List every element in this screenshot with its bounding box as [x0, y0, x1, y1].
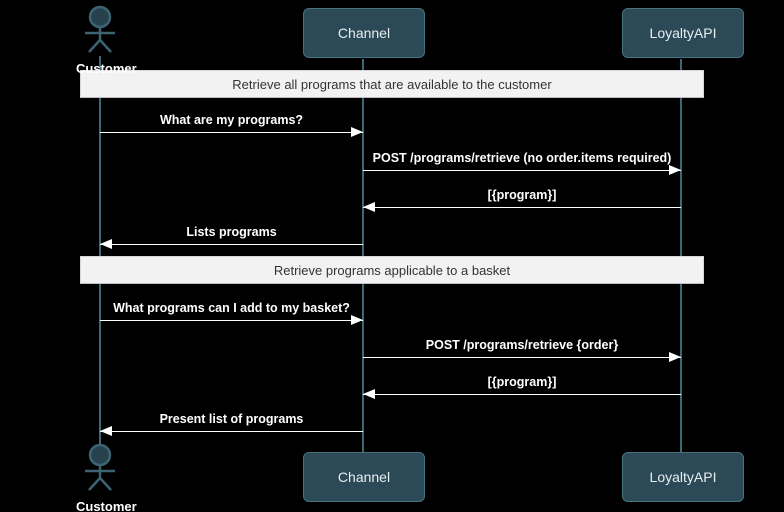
message-line: [363, 352, 681, 362]
message-line: [100, 315, 363, 325]
message-label: What programs can I add to my basket?: [113, 301, 350, 315]
participant-channel-top: Channel: [303, 8, 425, 58]
message-label: What are my programs?: [159, 113, 304, 127]
message-label: POST /programs/retrieve (no order.items …: [372, 151, 672, 165]
message-present-list-of-programs: Present list of programs: [100, 411, 363, 436]
message-line: [100, 426, 363, 436]
arrowhead-right-icon: [351, 127, 363, 137]
section-band-label: Retrieve all programs that are available…: [232, 76, 552, 92]
message-line: [363, 202, 681, 212]
lifeline-customer: [99, 56, 101, 446]
person-icon: [85, 5, 115, 53]
arrowhead-right-icon: [669, 352, 681, 362]
participant-loyaltyapi-top: LoyaltyAPI: [622, 8, 744, 58]
participant-label: LoyaltyAPI: [649, 25, 717, 41]
arrowhead-left-icon: [100, 239, 112, 249]
message-program-list-response-1: [{program}]: [363, 187, 681, 212]
arrowhead-left-icon: [363, 389, 375, 399]
arrowhead-right-icon: [669, 165, 681, 175]
participant-customer-bottom: Customer: [76, 443, 137, 512]
message-label: Lists programs: [186, 225, 277, 239]
message-lists-programs: Lists programs: [100, 224, 363, 249]
message-label: [{program}]: [487, 188, 557, 202]
message-program-list-response-2: [{program}]: [363, 374, 681, 399]
message-label: POST /programs/retrieve {order}: [425, 338, 619, 352]
arrowhead-right-icon: [351, 315, 363, 325]
section-band-programs-for-basket: Retrieve programs applicable to a basket: [80, 256, 704, 284]
message-what-are-my-programs: What are my programs?: [100, 112, 363, 137]
message-label: [{program}]: [487, 375, 557, 389]
participant-loyaltyapi-bottom: LoyaltyAPI: [622, 452, 744, 502]
message-label: Present list of programs: [159, 412, 304, 426]
section-band-label: Retrieve programs applicable to a basket: [273, 262, 511, 278]
message-line: [363, 389, 681, 399]
participant-customer-top: Customer: [76, 5, 137, 76]
message-post-programs-retrieve-order: POST /programs/retrieve {order}: [363, 337, 681, 362]
participant-channel-bottom: Channel: [303, 452, 425, 502]
message-line: [100, 127, 363, 137]
message-what-programs-can-i-add: What programs can I add to my basket?: [100, 300, 363, 325]
person-icon: [85, 443, 115, 491]
section-band-retrieve-all-programs: Retrieve all programs that are available…: [80, 70, 704, 98]
participant-label: LoyaltyAPI: [649, 469, 717, 485]
message-line: [363, 165, 681, 175]
participant-label: Customer: [76, 499, 137, 512]
message-post-programs-retrieve-no-order: POST /programs/retrieve (no order.items …: [363, 150, 681, 175]
participant-label: Customer: [76, 61, 137, 76]
arrowhead-left-icon: [363, 202, 375, 212]
arrowhead-left-icon: [100, 426, 112, 436]
participant-label: Channel: [337, 25, 391, 41]
message-line: [100, 239, 363, 249]
participant-label: Channel: [337, 469, 391, 485]
